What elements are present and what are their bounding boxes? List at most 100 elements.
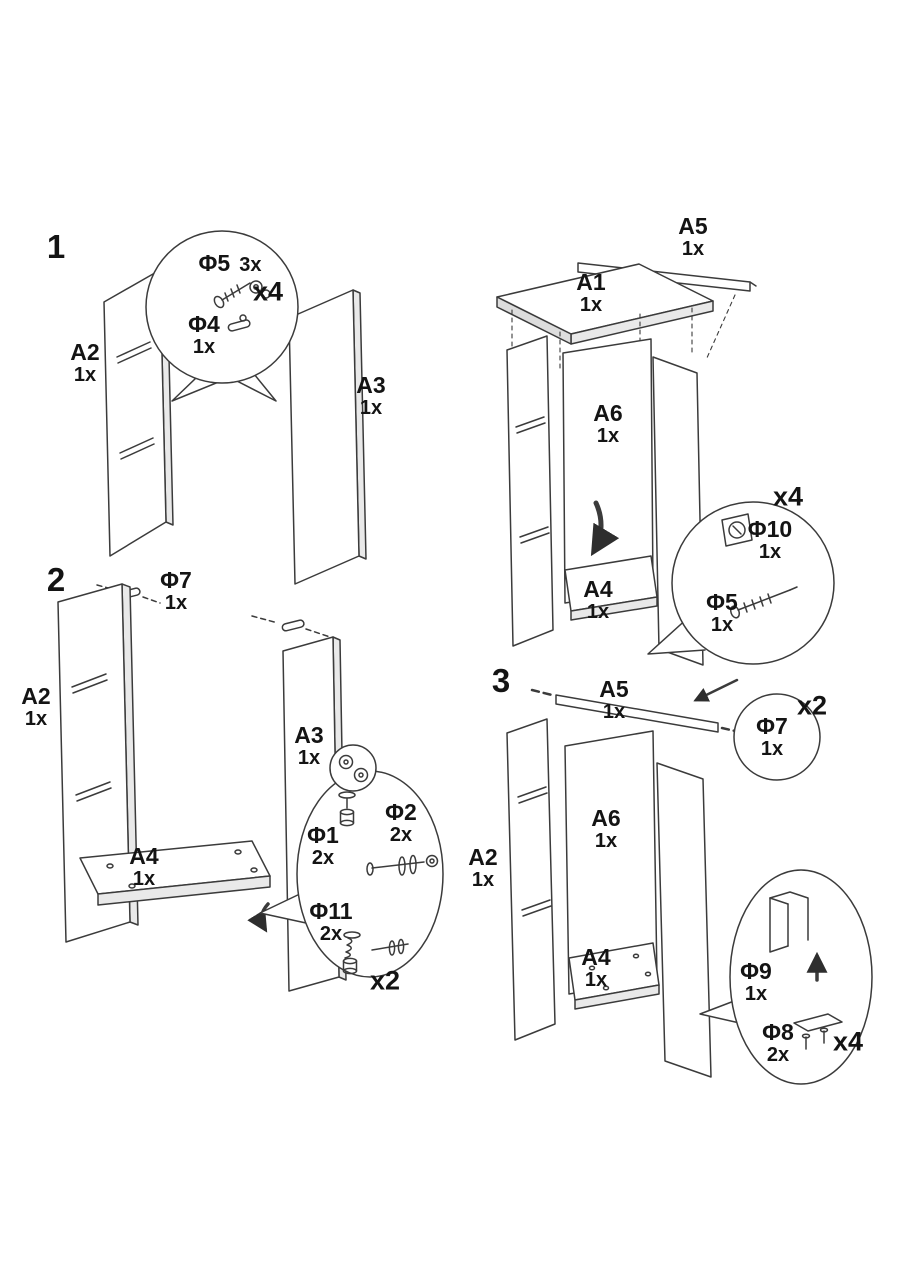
result-phi10-label: Φ10 1x	[747, 515, 793, 563]
result-a4-label: A4 1x	[583, 575, 613, 623]
result-phi5-qty: 1x	[710, 613, 734, 636]
step3-phi7-callout-circle	[733, 693, 821, 781]
result-phi10-qty: 1x	[758, 540, 782, 563]
step2-a4-name: A4	[129, 842, 159, 869]
step2-phi11-label: Φ11 2x	[309, 898, 352, 945]
step2-a2-name: A2	[21, 682, 51, 709]
step3-phi7-name: Φ7	[756, 712, 788, 739]
result-a4-qty: 1x	[586, 600, 610, 623]
step3-a4-qty: 1x	[584, 968, 608, 991]
step2-panel-a2-drawing	[57, 583, 139, 943]
step1-a3-qty: 1x	[359, 396, 383, 419]
step3-a5-label: A5 1x	[599, 675, 629, 723]
step3-a2-label: A2 1x	[468, 843, 498, 891]
step3-a5-name: A5	[599, 675, 629, 702]
step2-number: 2	[46, 561, 66, 599]
result-a5-qty: 1x	[681, 237, 705, 260]
step2-a3-label: A3 1x	[294, 721, 324, 769]
result-a4-name: A4	[583, 575, 613, 602]
step3-a6-label: A6 1x	[591, 804, 621, 852]
panel-corner-icon	[769, 891, 809, 953]
step3-multiplier: x4	[832, 1026, 864, 1057]
result-a6-qty: 1x	[596, 424, 620, 447]
step3-a2-name: A2	[468, 843, 498, 870]
result-panel-a1-drawing	[496, 263, 714, 345]
step1-a3-name: A3	[356, 371, 386, 398]
step3-number: 3	[491, 662, 511, 700]
step2-phi7-qty: 1x	[164, 591, 188, 614]
step2-a3-name: A3	[294, 721, 324, 748]
screw-phi5-icon-2	[729, 586, 798, 619]
step3-rail-a5-drawing	[530, 688, 750, 736]
result-a6-label: A6 1x	[593, 400, 622, 447]
cam-screw-phi11-icon	[342, 931, 409, 975]
result-a5-label: A5 1x	[678, 212, 708, 260]
step2-phi1-label: Φ1 2x	[307, 822, 339, 869]
result-a1-qty: 1x	[579, 293, 603, 316]
step3-phi8-label: Φ8 2x	[762, 1018, 794, 1066]
result-multiplier: x4	[772, 481, 804, 512]
step1-phi5-qty: 3x	[239, 254, 262, 277]
step3-a4-name: A4	[581, 943, 611, 970]
step3-phi9-name: Φ9	[740, 957, 772, 984]
step3-phi9-qty: 1x	[744, 982, 768, 1005]
step3-a5-qty: 1x	[602, 700, 626, 723]
cam-screw-phi1-icon	[338, 791, 356, 827]
step2-phi7-label: Φ7 1x	[160, 566, 192, 614]
step2-phi7-name: Φ7	[160, 566, 192, 593]
step1-a2-name: A2	[70, 338, 100, 365]
step2-a4-label: A4 1x	[129, 842, 159, 890]
step3-phi8-qty: 2x	[766, 1043, 790, 1066]
step2-phi2-qty: 2x	[389, 823, 413, 846]
step2-panel-a4-drawing	[79, 840, 271, 906]
step3-phi7-multiplier: x2	[796, 690, 828, 721]
step1-phi4-label: Φ4 1x	[188, 310, 220, 358]
step2-multiplier: x2	[369, 965, 401, 996]
step2-a2-label: A2 1x	[21, 682, 51, 730]
step1-panel-a3-drawing	[288, 289, 367, 585]
step2-rotate-arrow	[247, 902, 270, 933]
step2-phi1-qty: 2x	[311, 846, 335, 869]
result-phi5-name: Φ5	[706, 588, 738, 615]
step1-phi4-name: Φ4	[188, 310, 220, 337]
step3-phi8-name: Φ8	[762, 1018, 794, 1045]
bracket-phi8-icon	[793, 1013, 843, 1050]
result-a1-label: A1 1x	[576, 269, 605, 316]
step2-a4-qty: 1x	[132, 867, 156, 890]
step1-multiplier: x4	[252, 276, 284, 307]
cam-lock-phi10-icon	[721, 513, 753, 547]
step2-callout-drawing	[259, 744, 444, 978]
step2-phi2-name: Φ2	[385, 798, 417, 825]
result-phi5-label: Φ5 1x	[706, 588, 738, 636]
step3-rail-arrow	[693, 678, 739, 702]
step3-a6-name: A6	[591, 804, 621, 831]
step1-phi5-label: Φ5 3x	[199, 251, 262, 277]
step1-a2-label: A2 1x	[70, 338, 100, 386]
step2-phi2-label: Φ2 2x	[385, 798, 417, 846]
step2-dowel-phi7-icons	[96, 584, 331, 638]
result-callout-drawing	[647, 501, 835, 665]
step3-a2-qty: 1x	[471, 868, 495, 891]
step2-a3-qty: 1x	[297, 746, 321, 769]
step1-phi5-name: Φ5	[198, 250, 231, 277]
result-a5-name: A5	[678, 212, 708, 239]
dowel-phi4-icon	[227, 314, 251, 332]
step3-a6-qty: 1x	[594, 829, 618, 852]
step1-phi4-qty: 1x	[192, 335, 216, 358]
step2-phi11-qty: 2x	[319, 922, 343, 945]
step1-callout-drawing	[145, 230, 299, 402]
step1-number: 1	[46, 228, 66, 266]
step3-phi7-label: Φ7 1x	[756, 712, 788, 760]
step3-cabinet-drawing	[506, 718, 712, 1078]
step1-a2-qty: 1x	[73, 363, 97, 386]
bolt-phi2-icon	[366, 854, 439, 876]
screw-phi5-icon	[213, 280, 271, 309]
step1-a3-label: A3 1x	[356, 371, 386, 419]
step3-phi9-label: Φ9 1x	[740, 957, 772, 1005]
result-phi10-name: Φ10	[747, 515, 793, 542]
step3-callout-drawing	[699, 869, 873, 1085]
step3-a4-label: A4 1x	[581, 943, 611, 991]
step2-a2-qty: 1x	[24, 707, 48, 730]
